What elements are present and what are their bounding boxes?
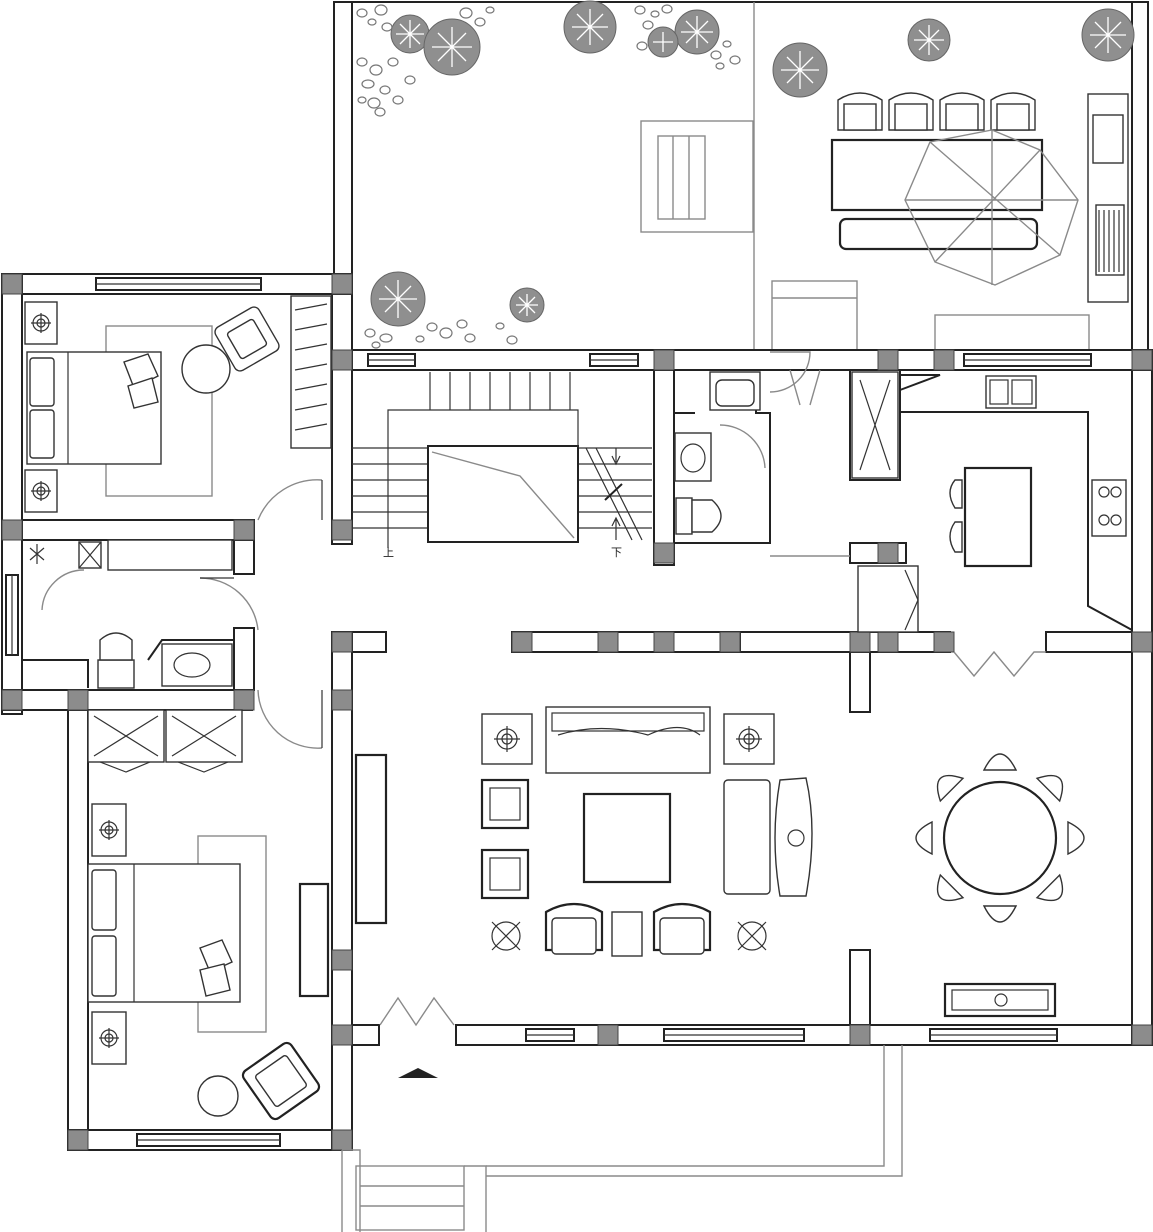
dining-area (915, 753, 1085, 1018)
stair-down-label: 下 (611, 546, 622, 559)
stair-up-label: 上 (383, 546, 394, 559)
dining-chair (1035, 873, 1064, 902)
staircase: 上 下 (352, 372, 652, 559)
entry-steps (341, 1045, 903, 1232)
dining-chair (1067, 820, 1085, 856)
courtyard (333, 1, 1149, 353)
dining-chair (936, 774, 965, 803)
armchair (544, 902, 604, 955)
dining-chair (1035, 774, 1064, 803)
wardrobe (290, 295, 332, 449)
left-bathroom (22, 539, 234, 689)
windows (5, 277, 1092, 1147)
living-room (354, 706, 813, 957)
nightstand (91, 803, 127, 857)
powder-room (673, 370, 771, 544)
dining-chair (982, 753, 1018, 771)
tree (772, 42, 828, 98)
nightstand (24, 469, 58, 513)
tree (423, 18, 481, 76)
armchair (241, 1041, 321, 1121)
chair (888, 92, 934, 131)
tree (1081, 8, 1135, 62)
tree (390, 14, 430, 54)
dining-chair (915, 820, 933, 856)
outdoor-dining-set (830, 92, 1129, 303)
tree (907, 18, 951, 62)
stepping-stones (356, 4, 741, 349)
tree (509, 287, 545, 323)
tree (647, 26, 679, 58)
dining-chair (936, 873, 965, 902)
kitchen (770, 371, 1133, 633)
tree (674, 9, 720, 55)
chair (990, 92, 1036, 131)
armchair (652, 902, 712, 955)
upper-bedroom (24, 295, 332, 513)
lower-bedroom (87, 709, 330, 1121)
side-table (723, 713, 775, 765)
nightstand (24, 301, 58, 345)
stool (480, 778, 530, 830)
plant-marker (737, 921, 767, 951)
plant-marker (491, 921, 521, 951)
garden-trees (370, 0, 1135, 327)
tree (563, 0, 617, 54)
chair (837, 92, 883, 131)
tree (370, 271, 426, 327)
stool (480, 848, 530, 900)
columns (1, 273, 1153, 1151)
dining-chair (982, 905, 1018, 923)
armchair (214, 306, 280, 372)
nightstand (91, 1011, 127, 1065)
side-table (481, 713, 533, 765)
chair (939, 92, 985, 131)
parasol (904, 129, 1079, 286)
doors (199, 351, 1046, 1078)
